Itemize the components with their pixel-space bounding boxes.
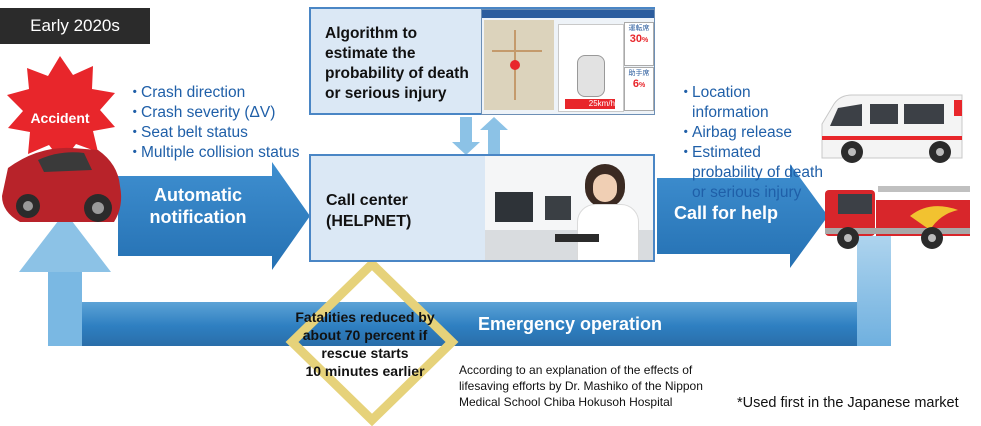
keyboard-icon	[555, 234, 599, 242]
algorithm-screen-thumbnail: 25km/h 運転席 30% 助手席 6%	[481, 9, 655, 115]
driver-seat-panel: 運転席 30%	[624, 22, 654, 66]
location-pin-icon	[510, 60, 520, 70]
operator-body	[577, 204, 639, 260]
list-item: ・Multiple collision status	[127, 144, 300, 161]
emergency-operation-loop	[19, 212, 891, 346]
dispatch-info-list: ・Location information ・Airbag release ・E…	[678, 83, 828, 203]
passenger-seat-panel: 助手席 6%	[624, 67, 654, 111]
car-diagram-panel: 25km/h	[558, 24, 624, 112]
monitor-icon	[545, 196, 571, 220]
diamond-outline	[285, 257, 459, 426]
operator-photo	[485, 156, 653, 260]
source-note: According to an explanation of the effec…	[459, 363, 703, 409]
call-center-title: Call center (HELPNET)	[326, 192, 412, 230]
call-for-help-arrow	[657, 164, 828, 268]
ambulance-icon	[821, 94, 963, 163]
automatic-notification-arrow	[118, 162, 310, 270]
fatalities-note: Fatalities reduced by about 70 percent i…	[295, 309, 435, 379]
map-area	[484, 20, 554, 110]
arrow-up-icon	[480, 117, 508, 155]
left-loop-riser	[48, 266, 82, 346]
algorithm-title: Algorithm to estimate the probability of…	[325, 25, 469, 102]
list-item: ・Location information	[678, 84, 769, 121]
automatic-notification-label: Automatic notification	[149, 185, 247, 227]
crash-data-list: ・Crash direction ・Crash severity (ΔV) ・S…	[127, 83, 307, 163]
accident-label: Accident	[30, 110, 90, 126]
loop-arrowhead-up-icon	[19, 212, 111, 272]
footnote: *Used first in the Japanese market	[737, 395, 959, 411]
list-item: ・Crash direction	[127, 84, 246, 101]
car-topview-icon	[577, 55, 605, 97]
red-car-icon	[2, 147, 122, 222]
emergency-operation-label: Emergency operation	[477, 314, 663, 334]
list-item: ・Crash severity (ΔV)	[127, 104, 276, 121]
arrow-down-icon	[452, 117, 480, 155]
monitor-icon	[495, 192, 533, 222]
call-for-help-label: Call for help	[673, 203, 778, 223]
right-loop-riser	[857, 236, 891, 346]
list-item: ・Airbag release	[678, 124, 792, 141]
emergency-operation-band	[48, 302, 890, 346]
screen-titlebar	[482, 10, 654, 18]
era-label: Early 2020s	[0, 8, 150, 44]
starburst-icon	[7, 56, 115, 162]
operator-face	[593, 174, 617, 202]
list-item: ・Estimated	[678, 144, 761, 161]
fire-truck-icon	[825, 186, 970, 249]
list-item: ・Seat belt status	[127, 124, 248, 141]
